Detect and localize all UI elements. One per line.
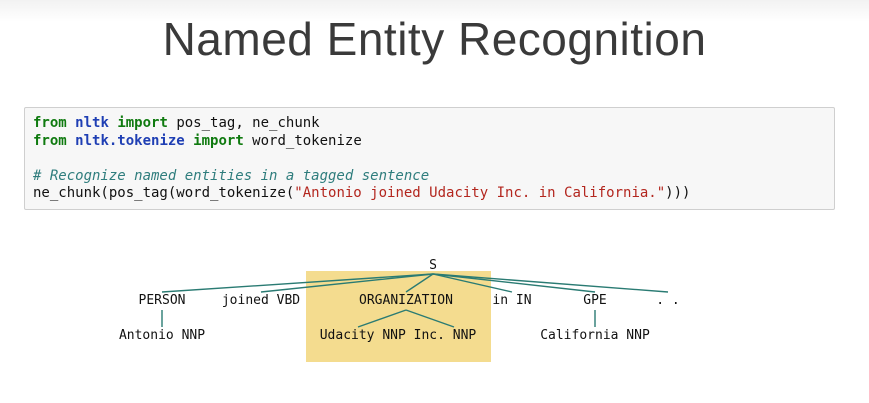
tree-edges (161, 273, 669, 328)
code-block: from nltk import pos_tag, ne_chunk from … (24, 107, 835, 210)
tree-node-organization: ORGANIZATION (359, 293, 453, 308)
code-keyword: import (117, 115, 168, 131)
page-title: Named Entity Recognition (162, 13, 707, 65)
code-text: pos_tag, ne_chunk (167, 115, 320, 131)
code-text: ))) (665, 185, 691, 201)
code-string: "Antonio joined Udacity Inc. in Californ… (294, 185, 666, 201)
code-keyword: import (193, 132, 244, 149)
edge-s-period (432, 273, 669, 293)
tree-leaf-california: California NNP (540, 328, 650, 343)
tree-node-root: S (429, 258, 437, 273)
code-module: nltk.tokenize (75, 132, 185, 149)
tree-leaf-udacity: Udacity NNP Inc. NNP (320, 328, 477, 343)
edge-s-in (432, 273, 513, 293)
tree-node-in: in IN (492, 293, 531, 308)
tree-node-period: . . (656, 293, 679, 308)
code-line-1: from nltk import pos_tag, ne_chunk (33, 115, 834, 133)
edge-s-person (161, 273, 434, 293)
code-module: nltk (75, 115, 109, 131)
code-keyword: from (33, 115, 67, 131)
edge-s-joined (260, 273, 434, 293)
organization-highlight (306, 271, 491, 362)
code-line-4: ne_chunk(pos_tag(word_tokenize("Antonio … (33, 185, 834, 203)
edge-org-udacity (357, 309, 407, 328)
edge-org-inc (405, 309, 455, 328)
code-keyword: from (33, 132, 67, 149)
code-text: ne_chunk(pos_tag(word_tokenize( (33, 185, 295, 201)
code-text: word_tokenize (243, 132, 362, 149)
tree-node-gpe: GPE (583, 293, 606, 308)
code-comment: # Recognize named entities in a tagged s… (33, 167, 430, 184)
tree-node-joined: joined VBD (222, 293, 300, 308)
edge-s-gpe (432, 273, 596, 293)
edge-s-organization (405, 273, 434, 293)
top-shade (0, 0, 869, 22)
tree-leaf-antonio: Antonio NNP (119, 328, 205, 343)
tree-node-person: PERSON (139, 293, 186, 308)
code-line-2: from nltk.tokenize import word_tokenize (33, 133, 834, 151)
